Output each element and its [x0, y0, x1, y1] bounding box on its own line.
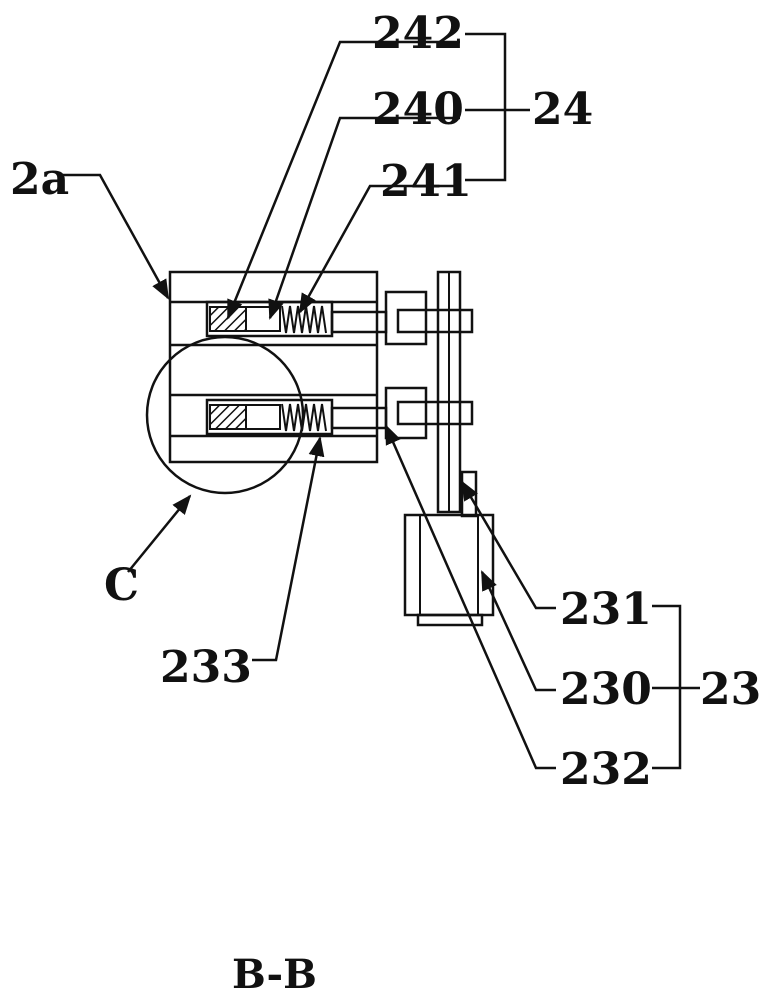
section-caption: B-B	[232, 951, 317, 998]
detail-circle	[145, 335, 305, 495]
label-C: C	[104, 560, 139, 611]
label-231: 231	[560, 584, 652, 635]
label-241: 241	[380, 156, 472, 207]
label-232: 232	[560, 744, 652, 795]
label-24: 24	[532, 84, 593, 135]
label-230: 230	[560, 664, 652, 715]
group-brackets	[465, 32, 700, 770]
lower-slider-assembly	[205, 398, 388, 436]
upper-slider-assembly	[205, 300, 388, 338]
label-2a: 2a	[10, 154, 69, 205]
label-23: 23	[700, 664, 761, 715]
clamp-brackets	[384, 290, 474, 440]
label-240: 240	[372, 84, 464, 135]
leader-lines	[58, 40, 556, 770]
housing-block	[168, 270, 379, 464]
label-233: 233	[160, 642, 252, 693]
vertical-shaft	[436, 270, 478, 518]
label-242: 242	[372, 8, 464, 59]
motor-body	[403, 513, 495, 627]
